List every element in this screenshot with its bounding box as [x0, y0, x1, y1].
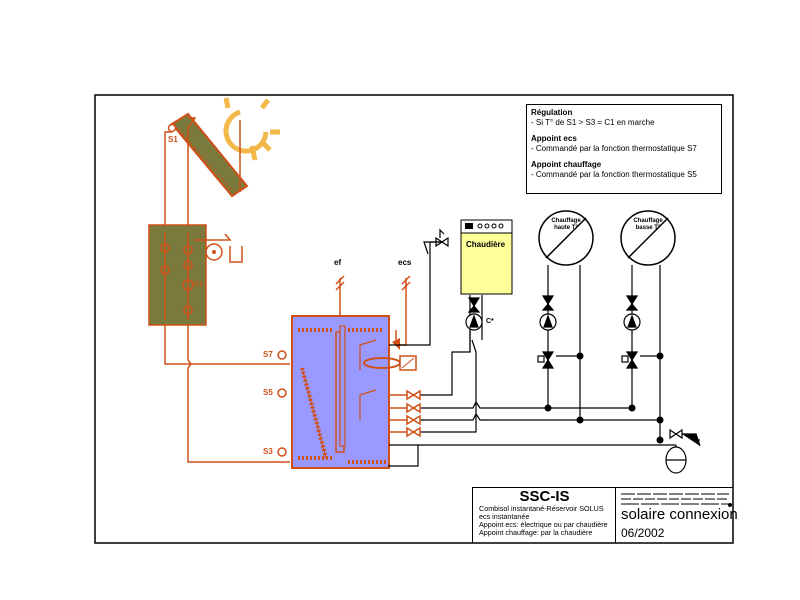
- solar-station: [148, 224, 243, 326]
- title-block-left: SSC-IS Combisol instantané-Réservoir SOL…: [473, 488, 616, 543]
- legend-appoint-ecs-text: - Commandé par la fonction thermostatiqu…: [531, 144, 697, 153]
- legend-regulation-title: Régulation: [531, 108, 573, 117]
- label-c1: C1: [194, 281, 203, 288]
- sensor-s7: [277, 350, 287, 360]
- regulation-legend: Régulation - Si T° de S1 > S3 = C1 en ma…: [526, 104, 722, 194]
- desc-line3: Appoint ecs: électrique ou par chaudière: [479, 520, 608, 529]
- heating-pump-basse: [621, 295, 641, 369]
- sensor-s1: [167, 123, 177, 133]
- desc-line4: Appoint chauffage: par la chaudière: [479, 528, 593, 537]
- diagram-date: 06/2002: [621, 526, 665, 540]
- electric-heater: [363, 355, 417, 371]
- radiator-haute: [538, 210, 594, 266]
- expansion-vessel: [665, 428, 701, 474]
- legend-appoint-chauffage-text: - Commandé par la fonction thermostatiqu…: [531, 170, 697, 179]
- ecs-mixing-valve: [392, 338, 400, 350]
- label-chauffage-haute: Chauffage haute T°: [546, 218, 586, 232]
- chauffage-haute-line1: Chauffage: [551, 218, 581, 224]
- desc-line2: ecs instantanée: [479, 512, 530, 521]
- safety-valve-top: [423, 228, 449, 255]
- heating-circuit-pipes: [388, 241, 676, 467]
- company-name: solaire connexion: [621, 506, 738, 523]
- legend-appoint-ecs-title: Appoint ecs: [531, 134, 577, 143]
- label-chaudiere: Chaudière: [466, 240, 506, 249]
- label-s3: S3: [263, 447, 273, 456]
- boiler-pump: [465, 297, 483, 331]
- company-logo-lines: [621, 493, 732, 507]
- sensor-s3: [277, 447, 287, 457]
- label-s7: S7: [263, 350, 273, 359]
- diagram-description: Combisol instantané-Réservoir SOLUS ecs …: [479, 505, 619, 537]
- diagram-code: SSC-IS: [519, 488, 570, 505]
- label-c-star: C*: [486, 318, 494, 325]
- chauffage-haute-line2: haute T°: [554, 225, 578, 231]
- legend-regulation-text: - Si T° de S1 > S3 = C1 en marche: [531, 118, 655, 127]
- label-ef: ef: [334, 258, 342, 267]
- radiator-basse: [620, 210, 676, 266]
- chauffage-basse-line1: Chauffage: [633, 218, 663, 224]
- sun-icon: [223, 97, 280, 161]
- desc-line1: Combisol instantané-Réservoir SOLUS: [479, 504, 604, 513]
- storage-tank: [291, 315, 390, 469]
- pipe-junctions: [544, 352, 664, 444]
- diagram-border: [94, 94, 734, 544]
- boiler: [460, 219, 513, 295]
- label-s1: S1: [168, 135, 178, 144]
- sensor-s5: [277, 388, 287, 398]
- label-ecs: ecs: [398, 258, 412, 267]
- chauffage-basse-line2: basse T°: [635, 225, 661, 231]
- solar-collector: [170, 112, 249, 198]
- legend-appoint-chauffage-title: Appoint chauffage: [531, 160, 602, 169]
- label-s5: S5: [263, 388, 273, 397]
- solar-circuit-pipes: [164, 117, 290, 463]
- label-chauffage-basse: Chauffage basse T°: [628, 218, 668, 232]
- title-block: SSC-IS Combisol instantané-Réservoir SOL…: [472, 487, 738, 543]
- heating-pump-haute: [537, 295, 557, 369]
- tank-valves: [389, 389, 421, 438]
